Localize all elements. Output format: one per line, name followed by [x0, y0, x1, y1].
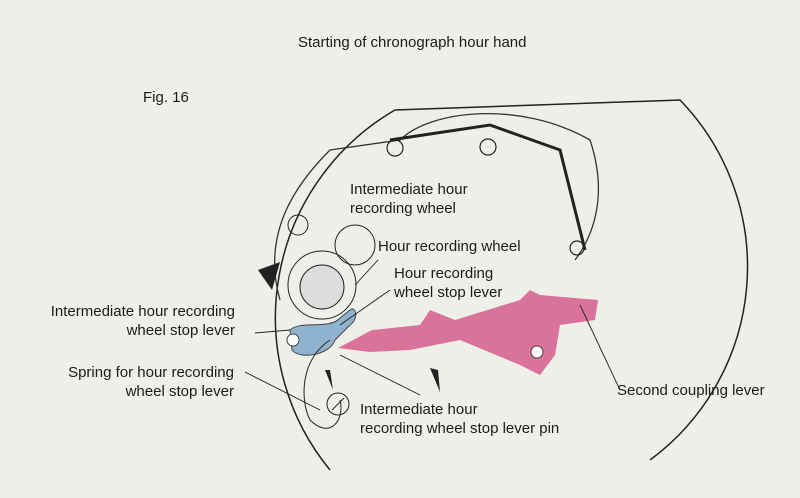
- label-line: Intermediate hour: [360, 401, 478, 418]
- label-line: wheel stop lever: [125, 383, 234, 400]
- label-line: Intermediate hour: [350, 181, 468, 198]
- label-intermediate-stop-lever: Intermediate hour recording wheel stop l…: [51, 302, 235, 340]
- label-line: wheel stop lever: [394, 284, 503, 301]
- label-line: recording wheel: [350, 200, 456, 217]
- plate-outline: [274, 112, 599, 301]
- movement-outline: [274, 99, 749, 471]
- label-pin: Intermediate hour recording wheel stop l…: [360, 400, 559, 438]
- second-coupling-lever-pink: [338, 290, 598, 375]
- label-second-coupling: Second coupling lever: [617, 382, 765, 399]
- diagram-title: Starting of chronograph hour hand: [298, 34, 527, 51]
- screw: [326, 392, 350, 416]
- arrow: [258, 262, 280, 290]
- intermediate-wheel: [334, 224, 376, 266]
- label-line: wheel stop lever: [126, 322, 235, 339]
- label-hour-wheel: Hour recording wheel: [378, 238, 521, 255]
- figure-number: Fig. 16: [143, 89, 189, 106]
- label-spring: Spring for hour recording wheel stop lev…: [68, 363, 234, 401]
- label-line: recording wheel stop lever pin: [360, 420, 560, 437]
- leader-lines: [244, 259, 621, 411]
- label-line: Spring for hour recording: [68, 364, 234, 381]
- label-line: Hour recording: [394, 265, 494, 282]
- label-intermediate-wheel: Intermediate hour recording wheel: [350, 180, 468, 218]
- spring: [303, 339, 342, 429]
- label-line: Intermediate hour recording: [50, 303, 235, 320]
- hour-recording-wheel: [287, 250, 357, 320]
- label-hour-stop-lever: Hour recording wheel stop lever: [394, 264, 502, 302]
- upper-lever: [389, 123, 587, 251]
